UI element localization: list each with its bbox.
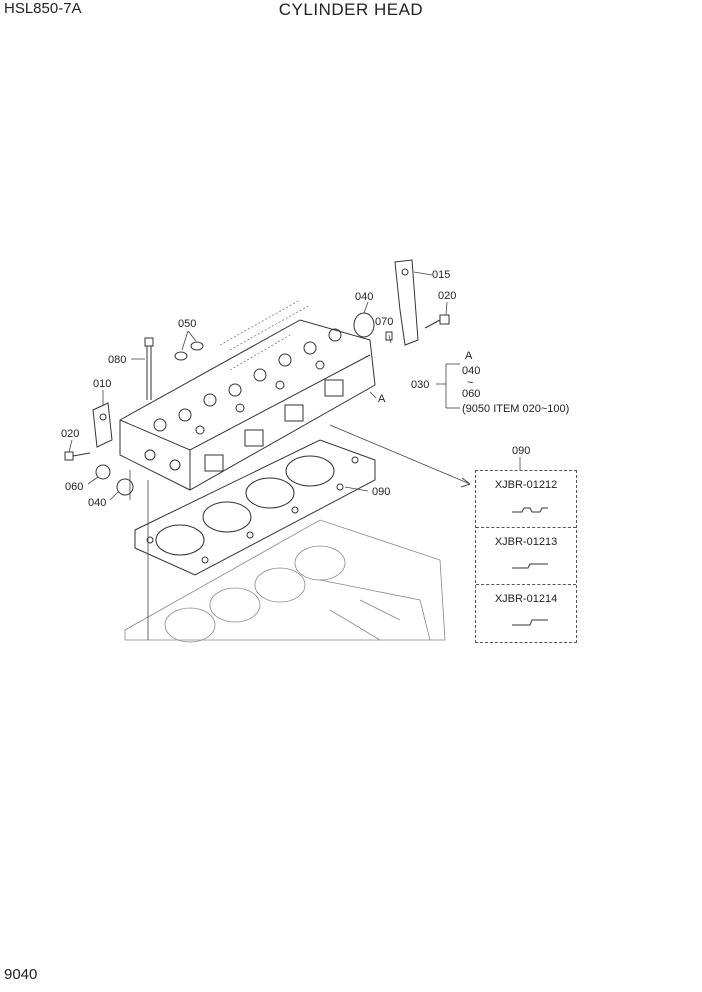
- page-number: 9040: [4, 966, 38, 983]
- gasket-profile-icon: [512, 507, 548, 513]
- cap-plug: [353, 312, 375, 338]
- reference-mark-a: A: [378, 393, 386, 405]
- callout-010: 010: [93, 378, 112, 390]
- page-title: CYLINDER HEAD: [278, 0, 424, 19]
- bolt-left: [64, 451, 91, 461]
- callout-020-left: 020: [61, 428, 80, 440]
- washer: [174, 351, 188, 361]
- bolt-right: [424, 314, 450, 329]
- kit-ref-range: ~: [467, 377, 474, 389]
- callout-040-top: 040: [355, 291, 374, 303]
- leader-lines: [68, 271, 521, 640]
- callout-090-box: 090: [512, 445, 531, 457]
- callout-080: 080: [108, 354, 127, 366]
- gasket-option-code: XJBR-01213: [494, 536, 558, 548]
- gasket-option: XJBR-01214: [476, 585, 576, 641]
- gasket-option: XJBR-01213: [476, 528, 576, 585]
- callout-050: 050: [178, 318, 197, 330]
- model-number: HSL850-7A: [4, 0, 82, 17]
- washer: [190, 341, 204, 351]
- callout-015: 015: [432, 269, 451, 281]
- callout-090-gasket: 090: [372, 486, 391, 498]
- callout-060: 060: [65, 481, 84, 493]
- small-plug: [385, 331, 393, 341]
- gasket-option: XJBR-01212: [476, 471, 576, 528]
- gasket-profile-icon: [512, 563, 548, 569]
- callout-030: 030: [411, 379, 430, 391]
- gasket-option-code: XJBR-01214: [494, 593, 558, 605]
- gasket-option-code: XJBR-01212: [494, 479, 558, 491]
- callout-020-top: 020: [438, 290, 457, 302]
- callout-040-left: 040: [88, 497, 107, 509]
- cylinder-head: [119, 319, 376, 491]
- kit-ref-to: 060: [462, 388, 481, 400]
- engine-block: [124, 519, 446, 643]
- callout-070: 070: [375, 316, 394, 328]
- gasket-options-box: XJBR-01212 XJBR-01213 XJBR-01214: [475, 470, 577, 643]
- head-bolt: [144, 337, 154, 400]
- kit-ref-letter: A: [465, 350, 473, 362]
- head-gasket: [134, 439, 376, 576]
- gasket-profile-icon: [512, 619, 548, 626]
- seal-ring: [95, 464, 111, 480]
- kit-ref-note: (9050 ITEM 020~100): [462, 403, 570, 415]
- kit-ref-from: 040: [462, 365, 481, 377]
- cap-plug: [116, 478, 134, 496]
- lifting-bracket-right: [394, 259, 419, 346]
- lifting-bracket-left: [92, 402, 113, 448]
